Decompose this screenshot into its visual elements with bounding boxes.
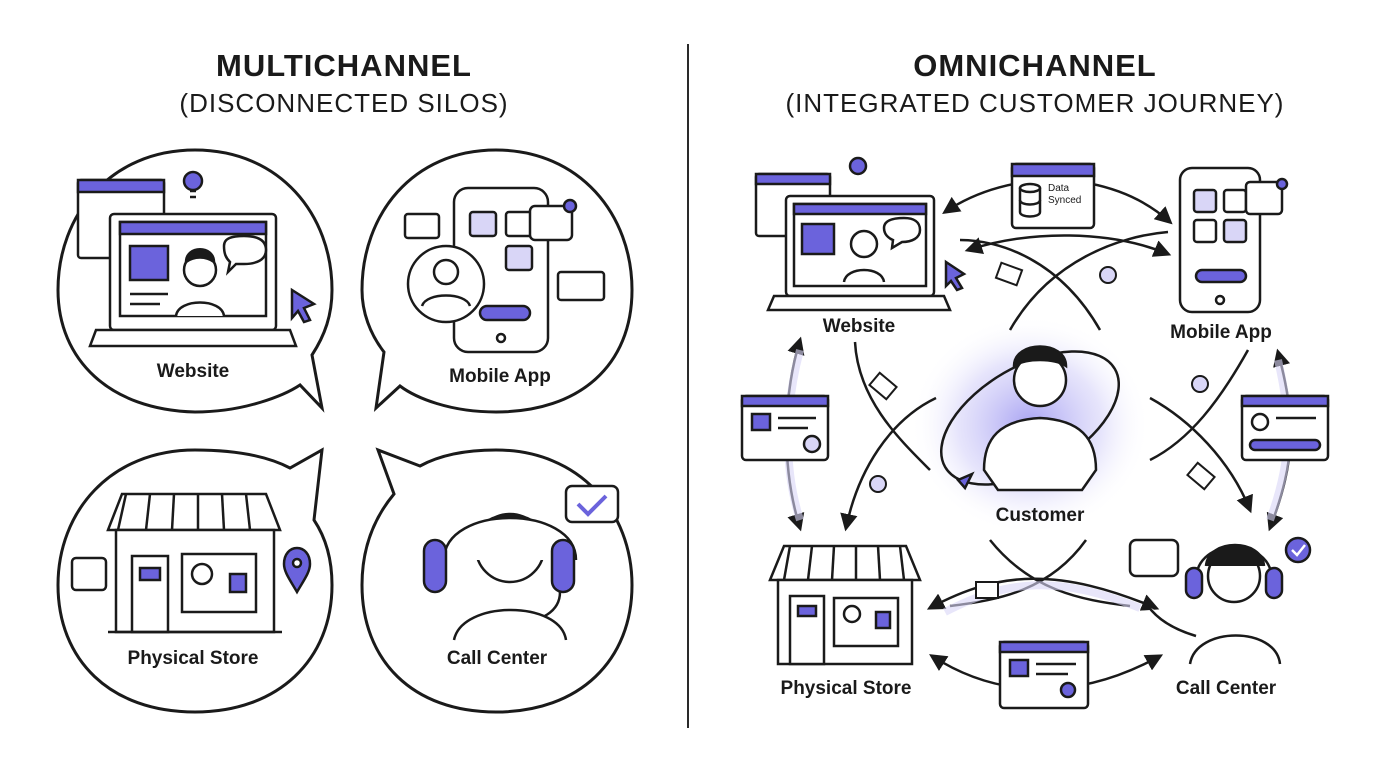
omni-call-center-node [1128,536,1312,665]
call-center-silo [360,447,634,714]
check-message-icon [564,484,620,524]
laptop-icon [88,212,298,348]
cursor-icon [290,287,317,324]
omni-website-node [754,156,967,312]
mobile-app-silo [360,148,634,414]
omnichannel-title: OMNICHANNEL [913,48,1157,83]
customer-label: Customer [996,505,1085,526]
user-avatar-icon [406,244,486,324]
lightbulb-icon [182,170,204,199]
web-form-card [740,394,830,462]
omni-label-physical-store: Physical Store [781,678,912,699]
silo-label-website: Website [157,361,230,382]
smartphone-icon [452,186,550,354]
multichannel-title: MULTICHANNEL [216,48,472,83]
omni-physical-store-node [768,544,922,666]
profile-card [1240,394,1330,462]
bottom-info-card [998,640,1090,710]
multichannel-subtitle: (DISCONNECTED SILOS) [179,88,509,118]
omni-label-call-center: Call Center [1176,678,1277,699]
silo-label-call-center: Call Center [447,648,548,669]
omni-label-website: Website [823,316,896,337]
check-circle-icon [869,266,1209,493]
contact-card-icon [556,270,606,302]
message-icon [403,212,441,240]
omni-label-mobile-app: Mobile App [1170,322,1272,343]
omni-mobile-app-node [1178,166,1289,314]
headset-agent-icon [422,512,578,641]
data-synced-text-2: Synced [1048,195,1081,206]
lightbulb-icon [848,156,868,176]
star-badge-icon [528,198,578,242]
physical-store-silo [56,447,334,714]
data-synced-badge [1010,162,1096,230]
storefront-icon [106,492,282,634]
cart-icon [70,556,108,592]
website-silo [56,148,334,414]
chat-bubble-icon [222,234,268,276]
customer-figure [939,345,1121,492]
silo-label-mobile-app: Mobile App [449,366,551,387]
location-pin-icon [282,546,312,595]
cursor-icon [944,259,967,292]
silo-label-physical-store: Physical Store [128,648,259,669]
omnichannel-subtitle: (INTEGRATED CUSTOMER JOURNEY) [785,88,1285,118]
section-divider [687,44,689,728]
database-icon [1018,182,1042,218]
envelope-icon [868,261,1216,599]
data-synced-text-1: Data [1048,183,1070,194]
